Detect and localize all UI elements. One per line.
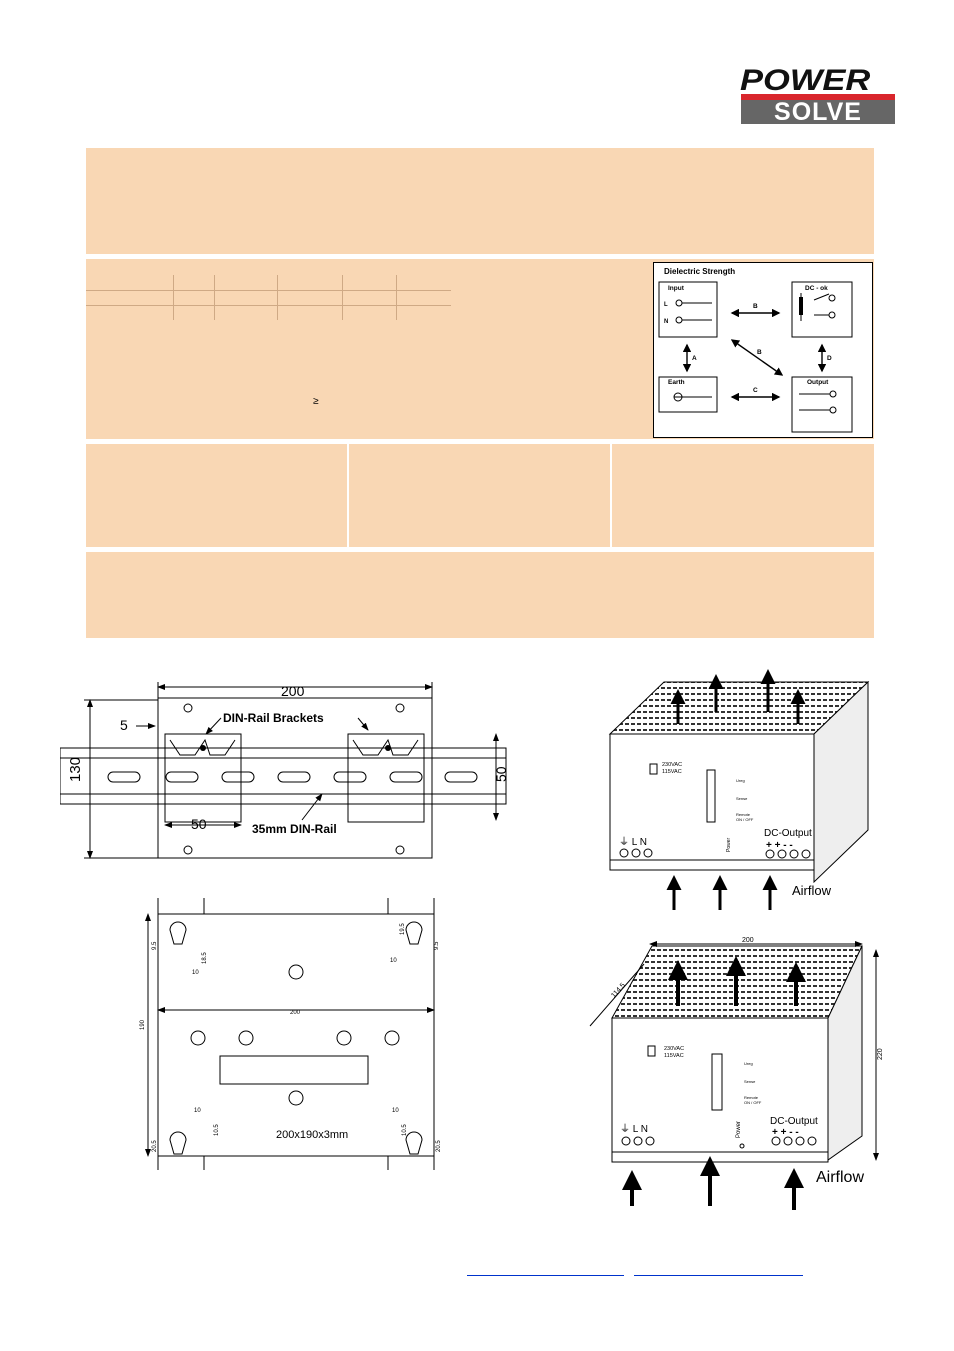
plate-size-label: 200x190x3mm: [276, 1129, 348, 1141]
din-height-label: 130: [67, 757, 84, 782]
din-width-label: 200: [281, 683, 305, 699]
unit-bottom-height: 220: [877, 1048, 884, 1060]
input-label: Input: [668, 285, 685, 292]
unit-top-lne: ⏚ L N: [619, 836, 647, 848]
din-bracket-width-label: 50: [191, 816, 207, 832]
table-rule-2: [86, 305, 451, 306]
table-col-5: [396, 275, 397, 320]
plate-width-label: 200: [290, 1010, 301, 1016]
unit-top-polarity: + + - -: [766, 840, 793, 851]
unit-top-sense: Sense: [736, 796, 748, 801]
unit-top-onoff: ON / OFF: [736, 817, 754, 822]
panel-header: [86, 148, 874, 254]
dim-18-5: 18.5: [202, 952, 208, 964]
unit-bottom-ureg: Ureg: [744, 1061, 753, 1066]
dielectric-strength-diagram: Dielectric Strength Input L N DC - ok Ea…: [653, 262, 873, 438]
table-col-1: [173, 275, 174, 320]
panel-three-column: [86, 444, 874, 547]
arrow-b-label: B: [753, 303, 758, 310]
din-offset-label: 5: [120, 717, 128, 733]
dim-10-b: 10: [390, 958, 397, 964]
dim-19-5: 19.5: [400, 923, 406, 935]
dim-9-5-right: 9.5: [434, 941, 440, 950]
dim-9-5-left: 9.5: [152, 941, 158, 950]
input-L-label: L: [664, 302, 668, 308]
earth-box: [658, 376, 718, 413]
unit-top-230: 230VAC: [662, 762, 682, 768]
arrow-d-label: D: [827, 355, 832, 362]
dielectric-svg: Dielectric Strength Input L N DC - ok Ea…: [658, 267, 853, 433]
dc-ok-label: DC - ok: [805, 285, 828, 292]
geq-symbol: ≥: [313, 396, 319, 407]
dim-10-a: 10: [192, 970, 199, 976]
unit-bottom-230: 230VAC: [664, 1046, 684, 1052]
dim-10-d: 10: [392, 1108, 399, 1114]
dim-10-c: 10: [194, 1108, 201, 1114]
dim-10-5-left: 10.5: [214, 1124, 220, 1136]
unit-top-airflow: Airflow: [792, 883, 832, 898]
panel-footer-spec: [86, 552, 874, 638]
unit-top-remote: Remote: [736, 812, 751, 817]
arrow-b-diagonal: [730, 339, 784, 376]
logo-power-text: POWER: [740, 64, 871, 97]
unit-bottom-power: Power: [736, 1121, 742, 1138]
logo-solve-text: SOLVE: [741, 100, 895, 125]
unit-top-power: Power: [726, 837, 732, 852]
column-divider-2: [610, 444, 612, 547]
output-box: [791, 376, 853, 433]
unit-bottom-remote: Remote: [744, 1095, 759, 1100]
plate-height-label: 190: [140, 1019, 146, 1030]
earth-label: Earth: [668, 379, 685, 386]
dc-ok-box: [791, 281, 853, 338]
table-col-3: [277, 275, 278, 320]
footer-link-2-underline[interactable]: [634, 1275, 803, 1276]
unit-perspective-top: 230VAC 115VAC Ureg Sense Remote ON / OFF…: [608, 669, 870, 910]
input-box: [658, 281, 718, 338]
din-rail-label: 35mm DIN-Rail: [252, 822, 337, 836]
arrow-a-label: A: [692, 355, 697, 362]
din-rail-drawing: 200 5 130 DIN-Rail Brackets 50 50 35mm D…: [60, 682, 509, 859]
unit-bottom-airflow: Airflow: [816, 1169, 864, 1186]
arrow-c-label: C: [753, 387, 758, 394]
dim-10-5-right: 10.5: [402, 1124, 408, 1136]
arrow-b2-label: B: [757, 349, 762, 356]
unit-bottom-onoff: ON / OFF: [744, 1100, 762, 1105]
din-rail-height-label: 50: [493, 766, 509, 782]
footer-link-1-underline[interactable]: [467, 1275, 624, 1276]
input-N-label: N: [664, 319, 668, 325]
dielectric-title: Dielectric Strength: [664, 267, 735, 276]
column-divider-1: [347, 444, 349, 547]
unit-top-115: 115VAC: [662, 769, 682, 775]
unit-bottom-sense: Sense: [744, 1079, 756, 1084]
table-rule-1: [86, 290, 451, 291]
unit-bottom-polarity: + + - -: [772, 1127, 799, 1138]
unit-top-ureg: Ureg: [736, 778, 745, 783]
mounting-plate-drawing: 200 200x190x3mm 190 9.5 9.5 19.5 18.5 10…: [140, 898, 442, 1170]
dim-20-5-right: 20.5: [436, 1140, 442, 1152]
unit-top-dc-output: DC-Output: [764, 828, 812, 839]
unit-perspective-bottom: 200 114.5 220 230VAC 115VAC Ureg Sense R…: [589, 937, 884, 1210]
output-label: Output: [807, 379, 829, 386]
din-brackets-label: DIN-Rail Brackets: [223, 711, 324, 725]
unit-bottom-lne: ⏚ L N: [620, 1123, 648, 1135]
logo-red-bar: [741, 94, 895, 100]
dim-20-5-left: 20.5: [152, 1140, 158, 1152]
table-col-4: [342, 275, 343, 320]
unit-bottom-width: 200: [742, 937, 754, 944]
unit-bottom-115: 115VAC: [664, 1053, 684, 1059]
table-col-2: [214, 275, 215, 320]
unit-bottom-dc-output: DC-Output: [770, 1116, 818, 1127]
